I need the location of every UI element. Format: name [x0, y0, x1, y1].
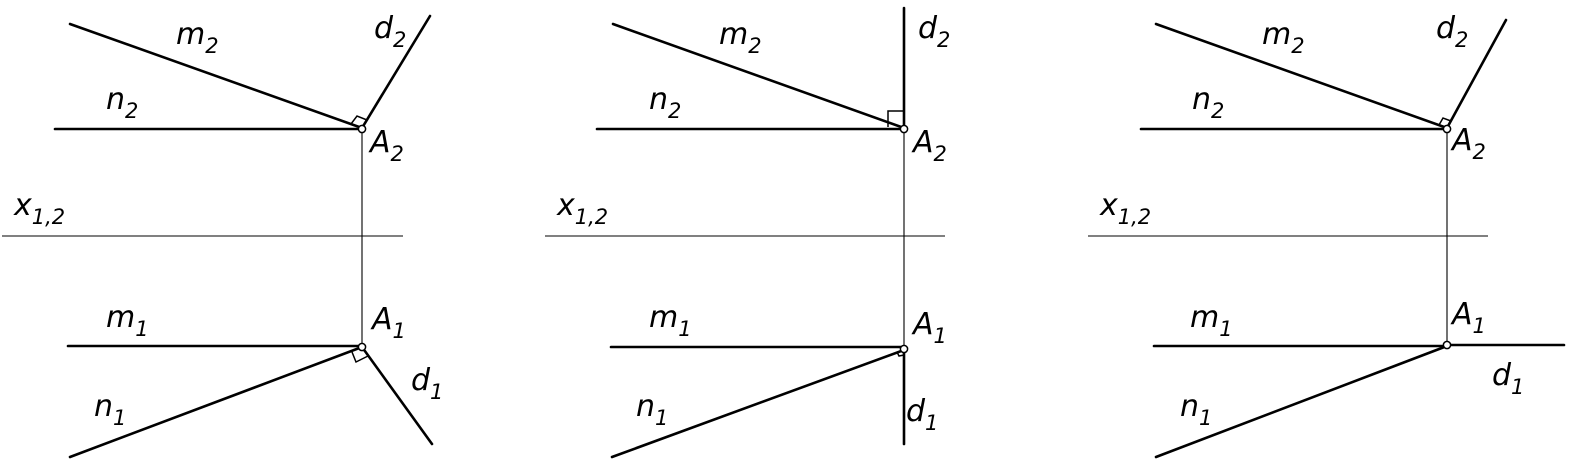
line-m2 [611, 22, 906, 130]
panel-2: m2 d2 n2 A2 x1,2 m1 A1 d1 n1 [545, 6, 950, 459]
line-d1 [360, 345, 434, 446]
label-d2: d2 [374, 11, 406, 52]
label-n2: n2 [649, 82, 681, 123]
label-m2: m2 [1262, 17, 1305, 58]
right-angle-mark-bottom [351, 351, 369, 364]
point-a1 [357, 342, 367, 352]
point-a1 [899, 344, 909, 354]
right-angle-mark-top [1438, 117, 1452, 126]
label-a1: A1 [911, 307, 947, 348]
panel-1: m2 d2 n2 A2 x1,2 m1 A1 d1 n1 [2, 11, 443, 459]
label-n1: n1 [636, 389, 668, 430]
label-a2: A2 [1450, 123, 1486, 164]
line-d2 [360, 14, 432, 130]
label-m1: m1 [1190, 300, 1233, 341]
label-d1: d1 [906, 394, 938, 435]
point-a2 [1442, 124, 1452, 134]
label-n2: n2 [106, 82, 138, 123]
right-angle-mark-top [350, 115, 368, 125]
line-d2 [1445, 18, 1508, 130]
label-x12: x1,2 [13, 188, 65, 229]
right-angle-mark-top [887, 110, 904, 127]
label-m1: m1 [106, 300, 149, 341]
label-a1: A1 [1450, 297, 1486, 338]
label-d2: d2 [1436, 11, 1468, 52]
label-a2: A2 [911, 125, 947, 166]
label-d2: d2 [918, 11, 950, 52]
line-m2 [1154, 22, 1449, 130]
line-n1 [1154, 344, 1449, 459]
label-n2: n2 [1192, 82, 1224, 123]
label-x12: x1,2 [1099, 188, 1151, 229]
label-n1: n1 [94, 389, 126, 430]
label-a2: A2 [368, 125, 404, 166]
point-a1 [1442, 340, 1452, 350]
label-n1: n1 [1180, 389, 1212, 430]
point-a2 [899, 124, 909, 134]
right-angle-mark-bottom [896, 351, 905, 357]
line-n1 [610, 348, 906, 459]
panel-3: m2 d2 n2 A2 x1,2 m1 A1 d1 n1 [1088, 11, 1566, 459]
label-d1: d1 [1492, 358, 1524, 399]
point-a2 [357, 124, 367, 134]
label-m2: m2 [176, 17, 219, 58]
line-n1 [68, 345, 364, 459]
label-d1: d1 [411, 363, 443, 404]
label-x12: x1,2 [556, 188, 608, 229]
line-m2 [68, 22, 364, 130]
label-a1: A1 [370, 302, 406, 343]
label-m2: m2 [719, 17, 762, 58]
label-m1: m1 [649, 300, 692, 341]
